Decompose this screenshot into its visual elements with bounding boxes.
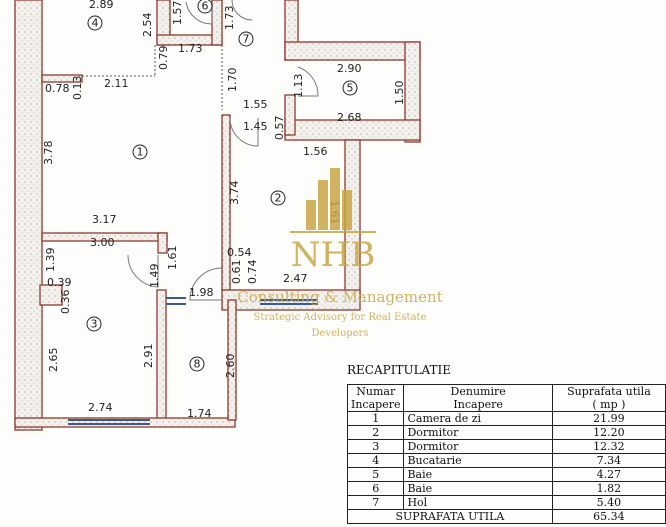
svg-text:1.74: 1.74 — [187, 407, 212, 420]
door-swings — [127, 0, 319, 301]
header-area: Suprafata utila( mp ) — [551, 384, 666, 412]
door-icon — [297, 66, 319, 97]
svg-text:2.47: 2.47 — [283, 272, 308, 285]
room-label-2: 2 — [270, 190, 286, 206]
svg-text:2.89: 2.89 — [89, 0, 114, 11]
svg-text:0.78: 0.78 — [45, 82, 70, 95]
svg-text:NHB: NHB — [291, 235, 375, 275]
svg-text:0.74: 0.74 — [246, 260, 259, 285]
svg-text:2.90: 2.90 — [337, 62, 362, 75]
svg-text:2.60: 2.60 — [224, 354, 237, 379]
svg-text:8: 8 — [194, 358, 201, 371]
svg-text:1.57: 1.57 — [171, 1, 184, 26]
door-icon — [185, 1, 213, 25]
door-icon — [127, 254, 159, 288]
svg-text:0.39: 0.39 — [47, 276, 72, 289]
room-label-6: 6 — [197, 0, 213, 14]
svg-text:0.57: 0.57 — [273, 116, 286, 141]
walls — [14, 0, 421, 431]
svg-text:0.79: 0.79 — [157, 46, 170, 71]
svg-text:2.54: 2.54 — [141, 13, 154, 38]
svg-text:1.13: 1.13 — [292, 74, 305, 99]
svg-text:7: 7 — [243, 33, 250, 46]
svg-text:1.50: 1.50 — [393, 81, 406, 106]
svg-text:0.13: 0.13 — [71, 76, 84, 101]
svg-text:1.45: 1.45 — [243, 120, 268, 133]
svg-text:Consulting & Management: Consulting & Management — [237, 288, 442, 306]
svg-text:3.00: 3.00 — [90, 236, 115, 249]
svg-text:1.73: 1.73 — [223, 6, 236, 31]
door-icon — [229, 117, 259, 147]
svg-text:Strategic Advisory for Real Es: Strategic Advisory for Real Estate — [254, 312, 427, 323]
room-label-1: 1 — [132, 144, 148, 160]
door-icon — [189, 267, 223, 301]
room-label-3: 3 — [86, 316, 102, 332]
svg-text:Developers: Developers — [312, 328, 369, 339]
room-label-5: 5 — [342, 80, 358, 96]
door-icon — [231, 0, 253, 21]
svg-text:1.98: 1.98 — [189, 286, 214, 299]
svg-text:2.68: 2.68 — [337, 111, 362, 124]
room-label-8: 8 — [189, 356, 205, 372]
svg-text:1.56: 1.56 — [303, 145, 328, 158]
room-numbers: 1 2 3 4 5 6 7 8 — [86, 0, 358, 372]
room-label-7: 7 — [238, 31, 254, 47]
svg-text:0.54: 0.54 — [227, 246, 252, 259]
svg-text:2.74: 2.74 — [88, 401, 113, 414]
room-label-4: 4 — [87, 15, 103, 31]
svg-text:0.36: 0.36 — [59, 290, 72, 315]
svg-text:4: 4 — [92, 17, 99, 30]
building-logo-icon — [290, 168, 376, 233]
svg-text:1.61: 1.61 — [166, 246, 179, 271]
svg-text:1.73: 1.73 — [178, 42, 203, 55]
svg-text:6: 6 — [202, 0, 209, 13]
svg-text:5: 5 — [347, 82, 354, 95]
svg-text:3.78: 3.78 — [42, 141, 55, 166]
svg-text:3.74: 3.74 — [228, 181, 241, 206]
windows — [68, 297, 318, 425]
svg-text:3: 3 — [91, 318, 98, 331]
svg-text:1.55: 1.55 — [243, 98, 268, 111]
nhb-watermark-logo: NHB Consulting & Management Strategic Ad… — [237, 168, 443, 339]
wall-left — [14, 0, 43, 431]
svg-text:3.17: 3.17 — [92, 213, 117, 226]
svg-text:1.39: 1.39 — [44, 248, 57, 273]
svg-text:2.65: 2.65 — [47, 348, 60, 373]
svg-text:1.49: 1.49 — [148, 264, 161, 289]
open-boundaries — [82, 45, 223, 110]
svg-text:2.91: 2.91 — [142, 344, 155, 369]
recap-title: RECAPITULATIE — [347, 363, 452, 377]
svg-text:2: 2 — [275, 192, 282, 205]
svg-text:1.70: 1.70 — [226, 68, 239, 93]
svg-text:2.11: 2.11 — [104, 77, 129, 90]
dimension-labels: 2.89 2.54 0.79 2.11 0.78 0.13 3.78 3.17 … — [42, 0, 406, 420]
svg-text:0.61: 0.61 — [230, 260, 243, 285]
svg-text:1: 1 — [137, 146, 144, 159]
